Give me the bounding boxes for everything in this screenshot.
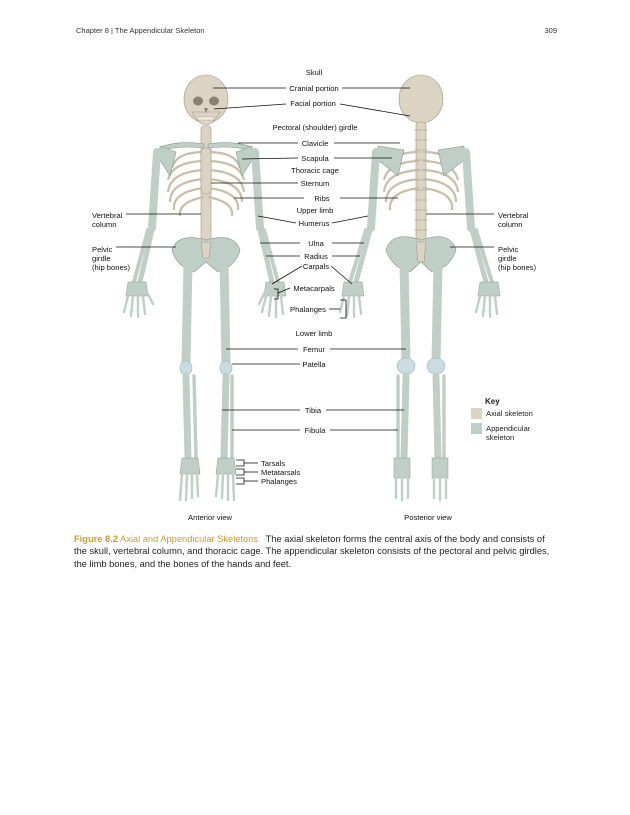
label-upper-limb: Upper limb <box>296 206 334 215</box>
label-phalanges-hand: Phalanges <box>290 305 326 314</box>
caption-text: The axial skeleton forms the central axi… <box>74 534 550 569</box>
label-ribs: Ribs <box>314 194 330 203</box>
label-pelvic-line3: (hip bones) <box>498 263 536 272</box>
posterior-scapula-left <box>377 145 405 177</box>
label-fibula: Fibula <box>304 426 326 435</box>
label-vertebral-column-right: Vertebral column <box>498 211 528 229</box>
label-metatarsals: Metatarsals <box>261 468 301 477</box>
label-femur: Femur <box>303 345 325 354</box>
label-clavicle: Clavicle <box>301 139 329 148</box>
posterior-view-label: Posterior view <box>404 513 452 522</box>
key-swatch-appendicular <box>471 423 482 434</box>
label-vertebral-line2: column <box>92 220 117 229</box>
label-lower-limb: Lower limb <box>295 329 333 338</box>
label-patella: Patella <box>302 360 326 369</box>
label-tarsals: Tarsals <box>261 459 286 468</box>
label-pelvic-line2: girdle <box>92 254 111 263</box>
posterior-skull <box>398 74 444 124</box>
label-ulna: Ulna <box>308 239 324 248</box>
posterior-scapula-right <box>437 145 465 177</box>
label-pelvic-girdle-left: Pelvic girdle (hip bones) <box>92 245 130 272</box>
anterior-skeleton <box>122 74 287 502</box>
label-carpals: Carpals <box>302 262 330 271</box>
key-appendicular-line2: skeleton <box>486 433 515 442</box>
label-sternum: Sternum <box>300 179 330 188</box>
label-pectoral-girdle: Pectoral (shoulder) girdle <box>272 123 358 132</box>
label-pelvic-line1: Pelvic <box>498 245 519 254</box>
label-thoracic-cage: Thoracic cage <box>291 166 339 175</box>
page-number: 309 <box>544 26 557 35</box>
label-cranial-portion: Cranial portion <box>289 84 339 93</box>
label-pelvic-line1: Pelvic <box>92 245 113 254</box>
caption-title: Axial and Appendicular Skeletons <box>120 534 258 544</box>
label-radius: Radius <box>304 252 328 261</box>
label-pelvic-line2: girdle <box>498 254 517 263</box>
caption-figure-number: Figure 8.2 <box>74 534 118 544</box>
anterior-view-label: Anterior view <box>188 513 232 522</box>
skeleton-figure: .ax { fill: #ddd3c3; stroke: #a39a8a; st… <box>92 68 536 522</box>
key-label-appendicular: Appendicular skeleton <box>486 424 530 442</box>
label-tibia: Tibia <box>304 406 322 415</box>
label-pelvic-girdle-right: Pelvic girdle (hip bones) <box>498 245 536 272</box>
label-pelvic-line3: (hip bones) <box>92 263 130 272</box>
key-appendicular-line1: Appendicular <box>486 424 531 433</box>
label-scapula: Scapula <box>301 154 329 163</box>
leader-lines <box>116 87 494 485</box>
figure-caption: Figure 8.2 Axial and Appendicular Skelet… <box>74 533 560 570</box>
key-title: Key <box>485 397 500 406</box>
label-metacarpals: Metacarpals <box>293 284 335 293</box>
label-vertebral-line1: Vertebral <box>92 211 123 220</box>
label-humerus: Humerus <box>298 219 330 228</box>
skeleton-illustration: .ax { fill: #ddd3c3; stroke: #a39a8a; st… <box>116 74 501 502</box>
label-vertebral-line1: Vertebral <box>498 211 529 220</box>
running-header-chapter: Chapter 8 | The Appendicular Skeleton <box>76 26 205 35</box>
label-facial-portion: Facial portion <box>290 99 336 108</box>
label-vertebral-column-left: Vertebral column <box>92 211 122 229</box>
anterior-sternum <box>200 147 212 195</box>
label-skull: Skull <box>305 68 323 77</box>
posterior-skeleton <box>338 74 501 502</box>
label-phalanges-foot: Phalanges <box>261 477 297 486</box>
label-vertebral-line2: column <box>498 220 523 229</box>
key-swatch-axial <box>471 408 482 419</box>
key-label-axial: Axial skeleton <box>486 409 533 418</box>
